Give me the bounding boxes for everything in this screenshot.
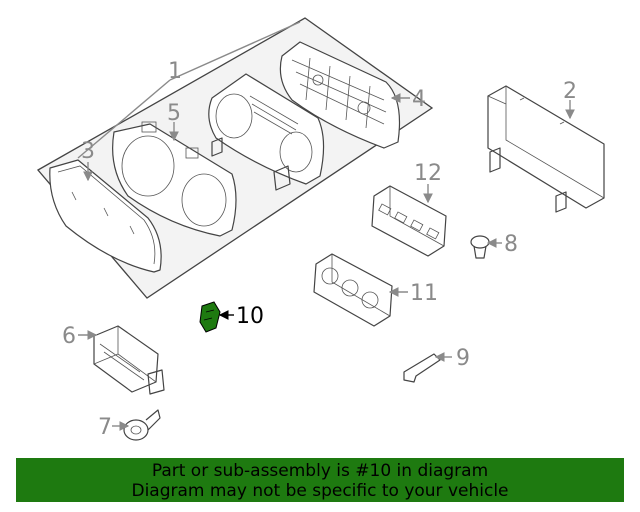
leader-lines [77, 21, 575, 431]
callout-6: 6 [62, 324, 76, 349]
callout-5: 5 [167, 101, 181, 126]
part-climate-control[interactable] [313, 253, 393, 327]
part-buzzer[interactable] [123, 409, 161, 441]
callout-1: 1 [168, 59, 182, 84]
part-gauge-panel[interactable] [208, 73, 325, 191]
part-module-box[interactable] [93, 325, 165, 395]
callout-7: 7 [98, 415, 112, 440]
callout-3: 3 [81, 139, 95, 164]
callout-11: 11 [410, 281, 438, 306]
banner-line-2: Diagram may not be specific to your vehi… [131, 481, 509, 501]
part-clip[interactable] [470, 235, 490, 259]
part-10-highlighted[interactable] [199, 301, 221, 333]
part-bracket[interactable] [403, 353, 441, 383]
callout-2: 2 [563, 79, 577, 104]
callout-4: 4 [412, 87, 426, 112]
callout-10: 10 [236, 304, 264, 329]
callout-9: 9 [456, 346, 470, 371]
part-bezel[interactable] [112, 121, 237, 237]
info-banner: Part or sub-assembly is #10 in diagram D… [16, 458, 624, 502]
banner-line-1: Part or sub-assembly is #10 in diagram [151, 461, 489, 481]
part-lens[interactable] [49, 159, 162, 273]
part-control-panel[interactable] [371, 185, 447, 257]
callout-12: 12 [414, 161, 442, 186]
part-display-module[interactable] [487, 85, 605, 213]
assembly-outline [36, 17, 434, 299]
callout-8: 8 [504, 232, 518, 257]
